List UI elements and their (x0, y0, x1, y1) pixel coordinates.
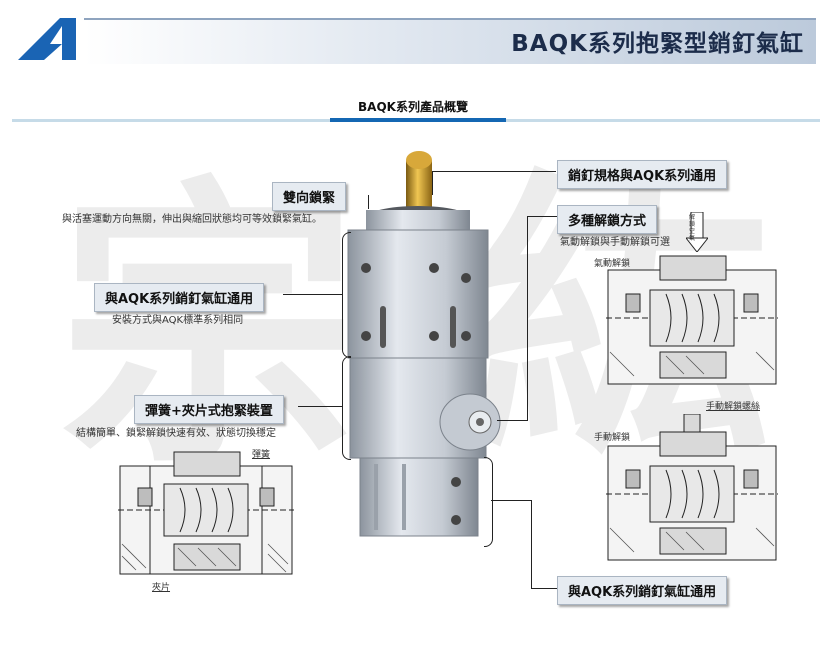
feature-desc-common-with-aqk: 安裝方式與AQK標準系列相同 (112, 315, 244, 326)
watermark-left: 宗 (58, 155, 358, 504)
feature-label-pin-spec: 銷釘規格與AQK系列通用 (557, 160, 728, 189)
diagram-label-clip: 夾片 (152, 583, 171, 593)
feature-desc-spring-clamp: 結構簡單、鎖緊解鎖快速有效、狀態切換穩定 (76, 428, 276, 439)
diagram-label-pneumatic-unlock: 氣動解鎖 (594, 259, 631, 269)
unlock-air-arrow-icon (686, 212, 708, 252)
feature-label-bidirectional-lock: 雙向鎖緊 (272, 182, 347, 211)
section-title: BAQK系列產品概覽 (358, 100, 468, 114)
leader-line (527, 216, 557, 217)
leader-line (531, 500, 532, 588)
company-logo (18, 18, 76, 60)
leader-line (527, 216, 528, 421)
cross-section-diagram-spring-clip (118, 451, 294, 575)
page-title: BAQK系列抱緊型銷釘氣缸 (511, 31, 804, 57)
leader-line (491, 500, 531, 501)
diagram-label-unlock-air: 解鎖空氣 (689, 214, 696, 242)
diagram-label-spring: 彈簧 (252, 450, 271, 460)
leader-line (497, 420, 527, 421)
diagram-label-manual-unlock-screw: 手動解鎖螺絲 (706, 402, 761, 412)
feature-label-spring-clamp: 彈簧+夾片式抱緊裝置 (134, 395, 284, 424)
feature-desc-bidirectional-lock: 與活塞運動方向無關，伸出與縮回狀態均可等效鎖緊氣缸。 (62, 214, 322, 225)
leader-line (298, 406, 343, 407)
bracket-lower-body (484, 457, 493, 547)
cylinder-product-image (347, 151, 501, 537)
cross-section-diagram-manual-unlock (606, 414, 778, 561)
bracket-upper-body (342, 232, 351, 358)
header-bar (84, 18, 816, 64)
feature-label-common-with-aqk: 與AQK系列銷釘氣缸通用 (94, 283, 265, 312)
leader-line (432, 171, 433, 195)
section-divider-accent (330, 118, 506, 122)
leader-line (283, 294, 343, 295)
feature-label-common-with-aqk-bottom: 與AQK系列銷釘氣缸通用 (557, 576, 728, 605)
feature-desc-unlock-methods: 氣動解鎖與手動解鎖可選 (560, 237, 670, 248)
leader-line (432, 171, 556, 172)
feature-label-unlock-methods: 多種解鎖方式 (557, 205, 658, 234)
leader-line (531, 588, 557, 589)
bracket-clamp-section (342, 356, 351, 460)
cross-section-diagram-pneumatic-unlock (606, 255, 778, 385)
diagram-label-manual-unlock: 手動解鎖 (594, 433, 631, 443)
leader-line (368, 195, 369, 209)
